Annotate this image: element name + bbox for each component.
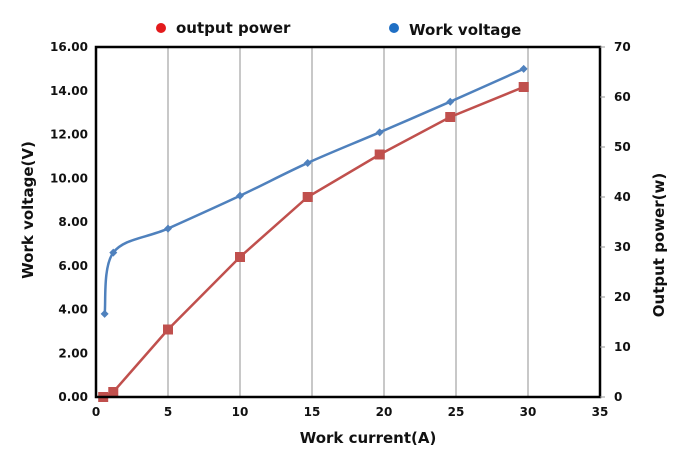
output-power-point [235, 252, 245, 262]
x-tick-label: 30 [520, 405, 537, 419]
x-tick-label: 5 [164, 405, 172, 419]
x-tick-label: 35 [592, 405, 609, 419]
y2-axis-ticks: 0 10 20 30 40 50 60 70 [600, 40, 631, 404]
legend-marker-output-power [156, 23, 166, 33]
y-tick-label: 10.00 [50, 171, 88, 185]
grid-lines [167, 47, 529, 397]
output-power-point [302, 192, 313, 202]
x-tick-label: 0 [92, 405, 100, 419]
y-tick-label: 2.00 [58, 346, 88, 360]
work-voltage-line [103, 67, 525, 315]
legend: output power Work voltage [156, 19, 521, 39]
y-axis-ticks: 0.00 2.00 4.00 6.00 8.00 10.00 12.00 14.00 16.00 [50, 40, 88, 404]
y-tick-label: 6.00 [58, 259, 88, 273]
y-axis-label: Work voltage(V) [19, 141, 37, 279]
output-power-line [102, 85, 525, 399]
y2-tick-label: 60 [614, 90, 631, 104]
work-voltage-point [446, 97, 455, 106]
legend-marker-work-voltage [389, 23, 399, 33]
y-tick-label: 0.00 [58, 390, 88, 404]
output-power-point [163, 324, 173, 335]
y2-tick-label: 10 [614, 340, 631, 354]
work-voltage-point [375, 128, 384, 137]
output-power-point [445, 112, 456, 122]
y2-tick-label: 30 [614, 240, 631, 254]
work-voltage-point [100, 309, 109, 318]
legend-label-work-voltage: Work voltage [409, 21, 521, 39]
series-layer [98, 64, 529, 402]
x-tick-label: 15 [304, 405, 321, 419]
x-tick-label: 20 [376, 405, 393, 419]
plot-frame [94, 45, 602, 399]
y2-tick-label: 40 [614, 190, 631, 204]
y2-tick-label: 20 [614, 290, 631, 304]
output-power-point [374, 149, 385, 160]
work-voltage-point [164, 224, 172, 233]
x-tick-label: 25 [448, 405, 465, 419]
work-voltage-point [236, 191, 244, 200]
x-tick-label: 10 [232, 405, 249, 419]
output-power-point [108, 387, 119, 397]
x-axis-label: Work current(A) [300, 429, 437, 447]
work-voltage-point [303, 158, 312, 167]
y-tick-label: 14.00 [50, 84, 88, 98]
y-tick-label: 8.00 [58, 215, 88, 229]
y2-axis-label: Output power(w) [650, 173, 668, 317]
y2-tick-label: 50 [614, 140, 631, 154]
y-tick-label: 12.00 [50, 128, 88, 142]
y-tick-label: 16.00 [50, 40, 88, 54]
x-axis-ticks: 0 5 10 15 20 25 30 35 [92, 405, 609, 419]
y2-tick-label: 70 [614, 40, 631, 54]
y-tick-label: 4.00 [58, 303, 88, 317]
y2-tick-label: 0 [614, 390, 622, 404]
legend-label-output-power: output power [176, 19, 291, 37]
work-voltage-point [109, 248, 118, 257]
output-power-point [518, 82, 529, 92]
work-voltage-point [519, 64, 528, 73]
